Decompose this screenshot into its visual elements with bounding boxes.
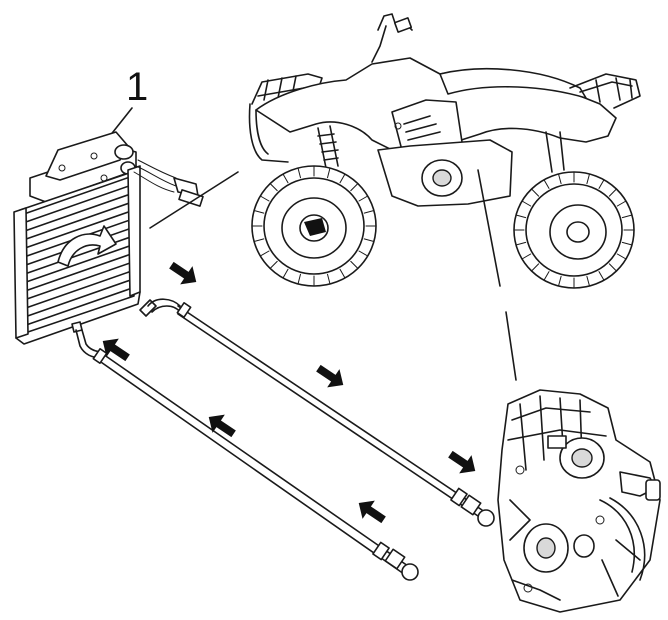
tire-tread: [297, 273, 301, 285]
tire-tread: [269, 183, 278, 192]
cooler-fin: [23, 279, 131, 318]
flow-arrow-cooler-to-front-line: [169, 261, 197, 285]
tire-tread: [558, 173, 562, 185]
reference-line-atv-to-engine-lower: [505, 311, 517, 381]
flow-arrow-front-line-to-engine: [448, 450, 476, 474]
tire-tread: [515, 214, 527, 219]
oil-line-front: [139, 298, 495, 527]
tire-tread: [269, 260, 278, 269]
tire-tread: [531, 188, 540, 197]
tire-tread: [586, 173, 590, 185]
atv-front-wheel: [251, 165, 377, 287]
tire-tread: [327, 167, 331, 179]
tire-tread: [282, 268, 289, 279]
tire-tread: [259, 195, 270, 202]
tire-tread: [327, 273, 331, 285]
tire-tread: [616, 200, 627, 207]
reference-line-atv-to-engine-upper: [477, 169, 501, 287]
tire-tread: [616, 253, 627, 260]
tire-tread: [358, 250, 369, 257]
cooler-fin: [23, 184, 131, 224]
cooler-fin: [23, 270, 131, 310]
cooler-fin: [23, 253, 131, 293]
tire-tread: [339, 173, 346, 184]
oil-line-rear: [71, 321, 419, 581]
tire-tread: [558, 275, 562, 287]
flow-arrow-front-line-mid: [316, 364, 344, 388]
cooler-fin: [23, 262, 131, 301]
tire-tread: [363, 210, 375, 214]
tire-tread: [282, 173, 289, 184]
cooler-fin: [23, 193, 131, 232]
tire-tread: [543, 271, 550, 281]
tire-tread: [521, 200, 532, 207]
tire-tread: [339, 268, 346, 279]
cooler-fin: [23, 245, 131, 284]
atv-rear-wheel: [513, 171, 635, 289]
cooler-fin: [23, 288, 131, 327]
flow-arrow-engine-to-rear-line: [358, 500, 386, 524]
tire-tread: [621, 214, 633, 219]
tire-tread: [350, 183, 359, 192]
tire-tread: [586, 275, 590, 287]
tire-tread: [515, 241, 527, 246]
tire-tread: [253, 238, 265, 242]
callout-label-1: 1: [126, 65, 148, 109]
tire-tread: [621, 241, 633, 246]
tire-tread: [521, 253, 532, 260]
cooler-fin: [23, 176, 131, 215]
tire-tread: [363, 238, 375, 242]
tire-tread: [259, 250, 270, 257]
atv-vehicle: [248, 13, 641, 289]
tire-tread: [253, 210, 265, 214]
engine: [497, 389, 661, 613]
reference-line-cooler-to-atv: [149, 171, 239, 229]
tire-tread: [297, 167, 301, 179]
cooler-fin: [23, 210, 131, 250]
oil-cooler: [13, 131, 141, 345]
tire-tread: [531, 263, 540, 272]
cooler-fin: [23, 202, 131, 241]
tire-tread: [598, 271, 605, 281]
tire-tread: [358, 195, 369, 202]
sensor-connector: [133, 159, 239, 229]
tire-tread: [608, 188, 617, 197]
tire-tread: [598, 179, 605, 189]
tire-tread: [608, 263, 617, 272]
flow-arrow-rear-line-mid: [208, 414, 236, 438]
flow-arrow-rear-line-to-cooler: [102, 338, 130, 362]
tire-tread: [350, 260, 359, 269]
tire-tread: [543, 179, 550, 189]
